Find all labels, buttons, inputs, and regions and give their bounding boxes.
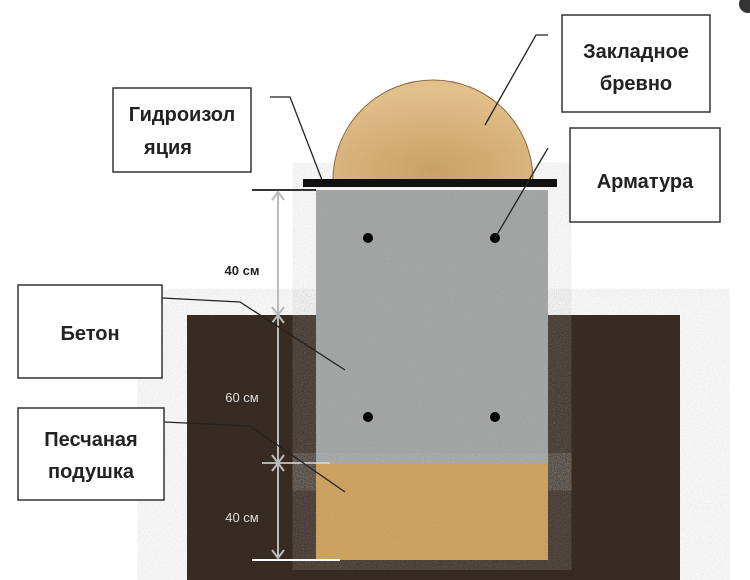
dim-sand: 40 см <box>225 510 259 525</box>
waterproofing-layer <box>303 179 557 187</box>
leader-lines <box>161 34 549 493</box>
dim-above-ground: 40 см <box>225 263 260 278</box>
sand-cushion <box>316 463 548 560</box>
waterproofing-label-2: яция <box>143 137 192 159</box>
sand-label-1: Песчаная <box>44 429 137 451</box>
log-label-1: Закладное <box>583 41 689 63</box>
log <box>332 79 534 181</box>
concrete-label: Бетон <box>60 323 119 345</box>
waterproofing-label-1: Гидроизол <box>129 104 235 126</box>
dimension-arrows <box>271 190 285 560</box>
rebar-label-box <box>569 127 721 223</box>
rebar-label: Арматура <box>597 171 694 193</box>
log-label-2: бревно <box>600 73 672 95</box>
rebar-dots <box>363 233 500 422</box>
concrete-label-box <box>17 284 163 379</box>
corner-icon <box>739 0 750 13</box>
waterproofing-label-box <box>112 87 252 173</box>
sand-label-2: подушка <box>48 461 135 483</box>
concrete-block <box>316 190 548 463</box>
log-label-box <box>561 14 711 113</box>
dim-concrete-below: 60 см <box>225 390 259 405</box>
sand-label-box <box>17 407 165 501</box>
